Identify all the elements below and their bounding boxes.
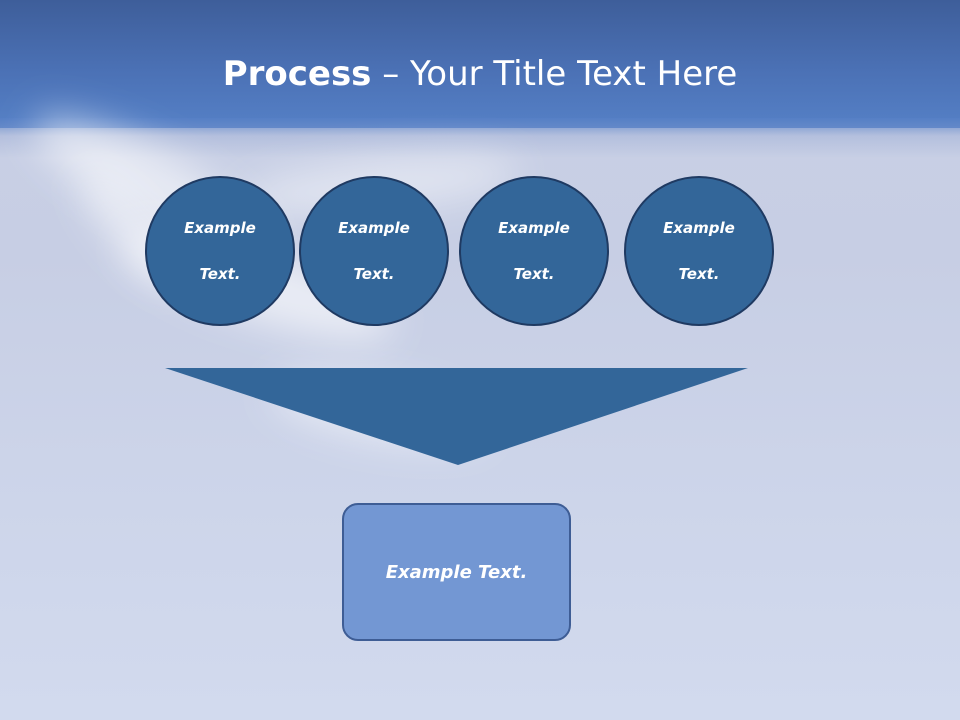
circle-1-line2: Text.	[199, 264, 241, 283]
circle-2-line2: Text.	[353, 264, 395, 283]
circle-2-line1: Example	[338, 218, 410, 237]
header-band	[0, 0, 960, 128]
circle-4-line2: Text.	[678, 264, 720, 283]
circle-3-line2: Text.	[513, 264, 555, 283]
circle-3-line1: Example	[498, 218, 570, 237]
circle-4-line1: Example	[663, 218, 735, 237]
funnel-triangle-shape	[165, 368, 748, 465]
title-rest: – Your Title Text Here	[371, 54, 738, 94]
title-bold: Process	[222, 54, 372, 94]
result-box-label: Example Text.	[385, 561, 528, 583]
slide-title: Process – Your Title Text Here	[0, 52, 960, 96]
result-box: Example Text.	[342, 503, 571, 641]
circle-1-line1: Example	[184, 218, 256, 237]
